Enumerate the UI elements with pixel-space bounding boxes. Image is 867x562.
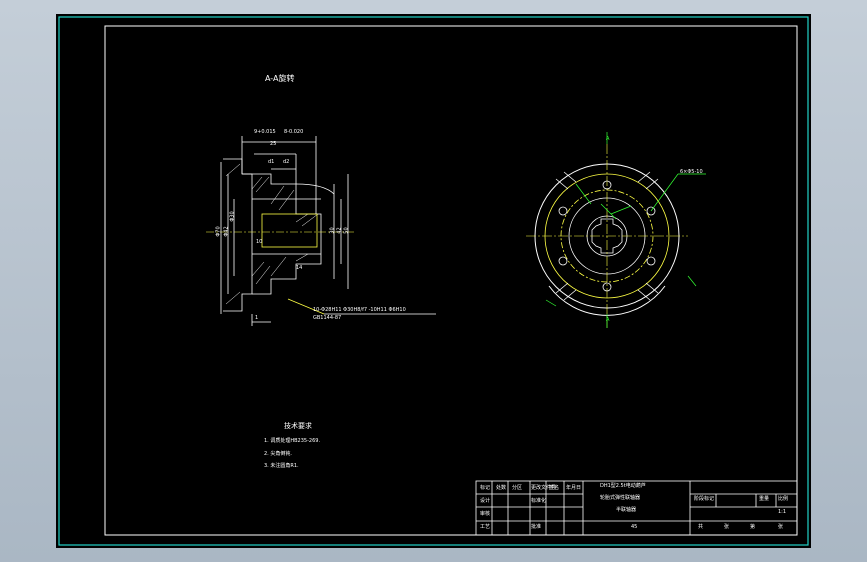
tb-sheet-1: 共 xyxy=(698,524,704,530)
tb-scale: 1:1 xyxy=(778,509,787,515)
tb-sheet-3: 第 xyxy=(750,524,756,530)
tb-material: 45 xyxy=(631,524,638,530)
tb-stage: 阶段标记 xyxy=(694,496,715,502)
dim-top-c: 25 xyxy=(270,141,277,147)
tb-row4-c1: 工艺 xyxy=(480,524,491,530)
tech-req-heading: 技术要求 xyxy=(284,422,312,430)
section-mark-top: A xyxy=(606,136,610,142)
title-block xyxy=(475,480,798,536)
tb-row1-c5: 签名 xyxy=(549,485,560,491)
dim-left-2: Φ42 xyxy=(223,226,230,237)
dim-right-1: 30 xyxy=(329,227,336,234)
dim-d2: d2 xyxy=(283,159,290,165)
dim-d1: d1 xyxy=(268,159,275,165)
tb-row1-c3: 分区 xyxy=(512,485,523,491)
dim-top-a: 9+0.015 xyxy=(254,129,276,135)
spline-note: 10-Φ28H11 Φ30H8/f7 -10H11 Φ6H10 xyxy=(313,307,406,313)
dim-top-b: 8-0.020 xyxy=(284,129,304,135)
tb-row1-c2: 处数 xyxy=(496,485,507,491)
tb-row1-c4: 更改文件号 xyxy=(531,485,557,491)
tb-part-name: 轮胎式弹性联轴器 xyxy=(600,495,641,501)
circular-view xyxy=(526,132,706,328)
view-title: A-A旋转 xyxy=(265,74,295,83)
section-mark-bottom: A xyxy=(606,317,610,323)
tb-row1-c6: 年月日 xyxy=(566,485,582,491)
tb-row4-c3: 批准 xyxy=(531,524,542,530)
tech-req-item-3: 3. 未注圆角R1. xyxy=(264,463,299,469)
dim-left-3: Φ30 xyxy=(229,211,236,222)
dim-bottom-b: 1 xyxy=(255,315,259,321)
tech-req-item-1: 1. 调质处理HB235-269. xyxy=(264,438,321,444)
tb-sub-name: 半联轴器 xyxy=(616,507,637,513)
tb-sheet-4: 张 xyxy=(778,524,784,530)
hole-label: 6×Φ5-10 xyxy=(680,169,703,175)
outer-border xyxy=(58,16,809,546)
tb-row2-c3: 标准化 xyxy=(531,498,547,504)
dim-bottom: 14 xyxy=(296,265,303,271)
tb-weight: 重量 xyxy=(759,496,770,502)
dim-center: 10 xyxy=(256,239,263,245)
dim-left-1: Φ70 xyxy=(215,226,222,237)
dim-right-3: 50 xyxy=(343,227,350,234)
tb-sheet-2: 张 xyxy=(724,524,730,530)
tb-row2-c1: 设计 xyxy=(480,498,491,504)
section-view xyxy=(206,136,436,326)
tb-ratio: 比例 xyxy=(778,496,789,502)
inner-border xyxy=(104,25,798,536)
drawing-sheet: A-A旋转 9+0.015 8-0.020 25 d1 d2 Φ70 Φ42 Φ… xyxy=(56,14,811,548)
spline-std: GB1144-87 xyxy=(313,315,342,321)
dim-right-2: 42 xyxy=(336,227,343,234)
tech-req-item-2: 2. 尖角倒钝. xyxy=(264,451,292,457)
tb-row1-c1: 标记 xyxy=(480,485,491,491)
cad-drawing xyxy=(58,16,809,546)
tb-project: DH1型2.5t电动葫芦 xyxy=(600,483,646,489)
tb-row3-c1: 审核 xyxy=(480,511,491,517)
